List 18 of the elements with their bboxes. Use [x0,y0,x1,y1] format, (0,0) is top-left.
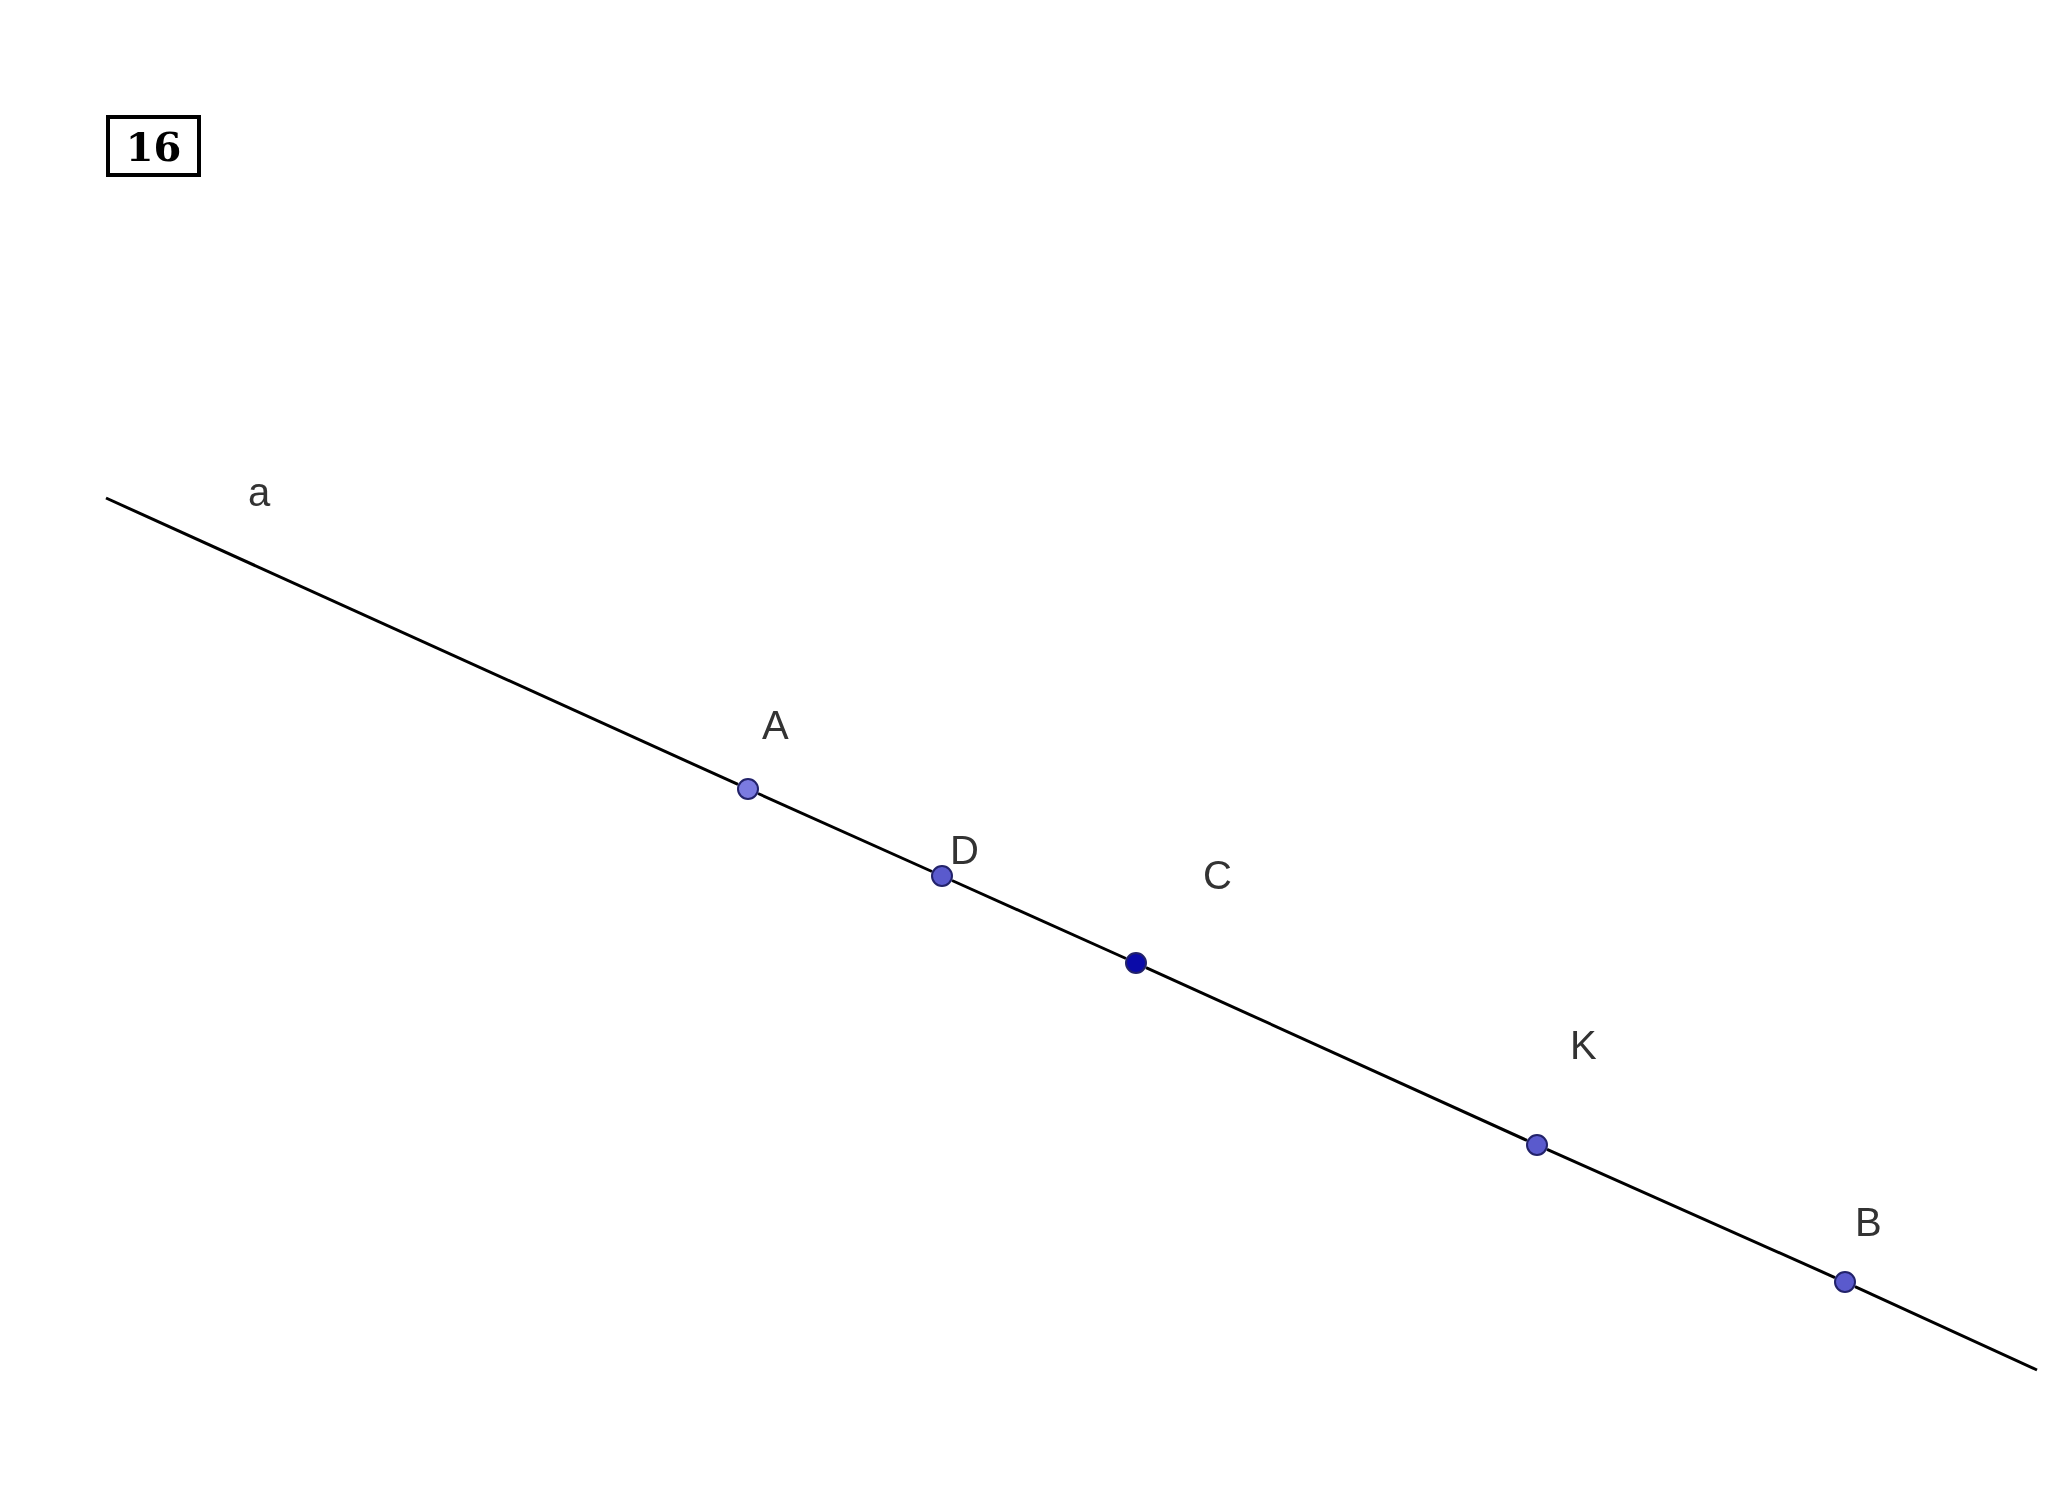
line-segment [757,792,933,873]
line-segment [951,879,1127,960]
line-segment [1145,966,1528,1142]
line-segment [105,496,739,786]
point [1834,1271,1856,1293]
point [1125,952,1147,974]
point [1526,1134,1548,1156]
line-segment [1546,1148,1836,1279]
point-label: A [762,705,789,745]
line-label: a [248,472,271,512]
point [931,865,953,887]
problem-number: 16 [106,115,201,177]
point-label: K [1570,1025,1597,1065]
point [737,778,759,800]
point-label: B [1855,1202,1882,1242]
point-label: C [1203,855,1232,895]
point-label: D [950,830,979,870]
line-segment [1854,1285,2038,1372]
